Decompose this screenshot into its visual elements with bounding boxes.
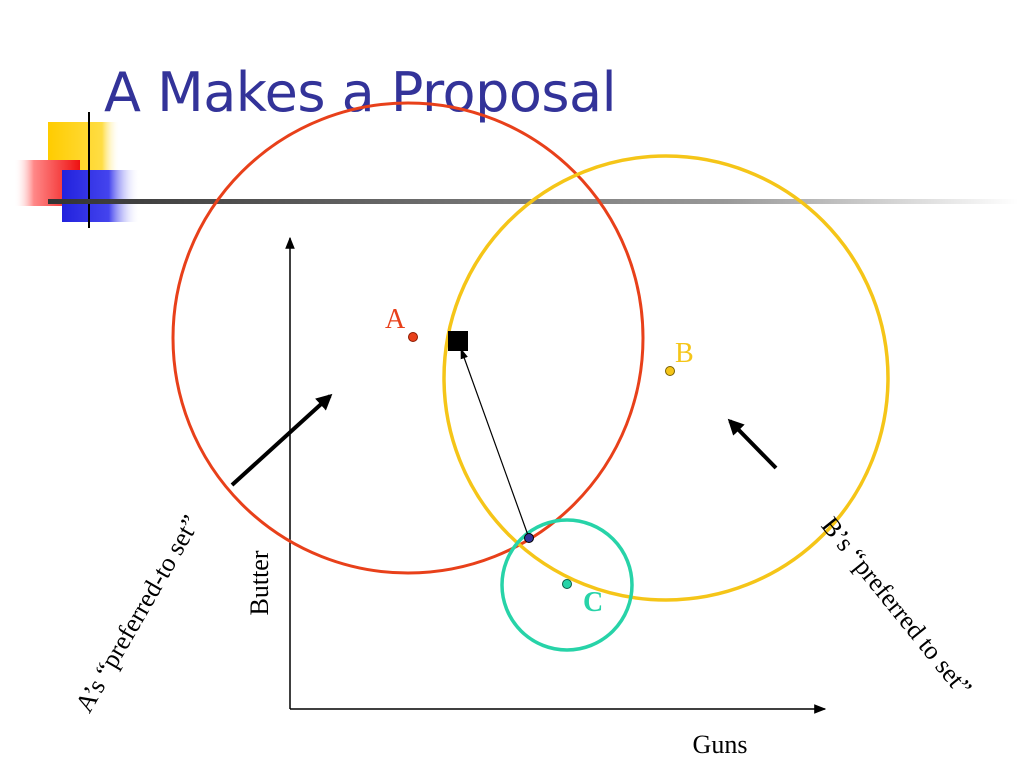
ideal-point-b-label: B: [675, 338, 694, 369]
b-preferred-circle: [442, 154, 890, 602]
ideal-point-a: [408, 332, 418, 342]
c-preferred-circle: [500, 518, 634, 652]
slide-title: A Makes a Proposal: [104, 61, 617, 124]
ideal-point-a-label: A: [385, 304, 406, 335]
status-quo-point: [524, 533, 534, 543]
a-preferred-circle: [171, 101, 645, 575]
ideal-point-c: [562, 579, 572, 589]
ideal-point-b: [665, 366, 675, 376]
proposal-point: [448, 331, 468, 351]
x-axis-label: Guns: [693, 730, 748, 759]
b-pointer-arrow: [727, 418, 778, 470]
y-axis-label: Butter: [245, 550, 274, 615]
a-preferred-label: A’s “preferred-to set”: [69, 510, 205, 717]
a-pointer-arrow: [230, 393, 333, 487]
ideal-point-c-label: C: [583, 587, 603, 618]
ornament-blue-square: [62, 170, 140, 222]
proposal-arrow: [460, 347, 530, 539]
b-preferred-label: B’s “preferred to set”: [816, 511, 978, 701]
axes: Guns Butter: [245, 236, 827, 759]
